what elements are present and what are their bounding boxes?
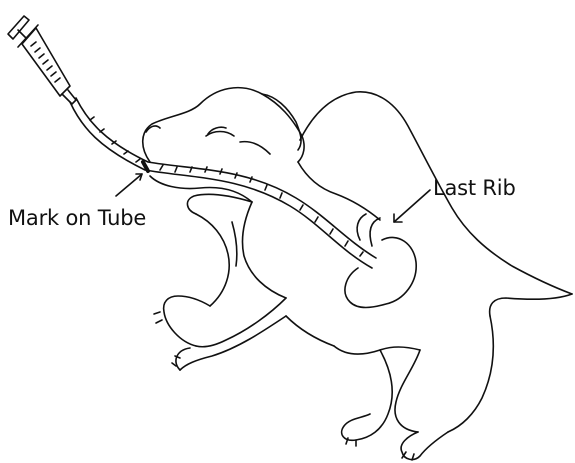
feeding-tube bbox=[70, 98, 376, 268]
syringe-icon bbox=[8, 16, 76, 104]
mark-arrow bbox=[116, 174, 142, 196]
mark-on-tube-label: Mark on Tube bbox=[8, 206, 146, 230]
last-rib-label: Last Rib bbox=[433, 176, 516, 200]
last-rib-arrow bbox=[394, 190, 430, 222]
puppy-outline bbox=[143, 88, 572, 460]
